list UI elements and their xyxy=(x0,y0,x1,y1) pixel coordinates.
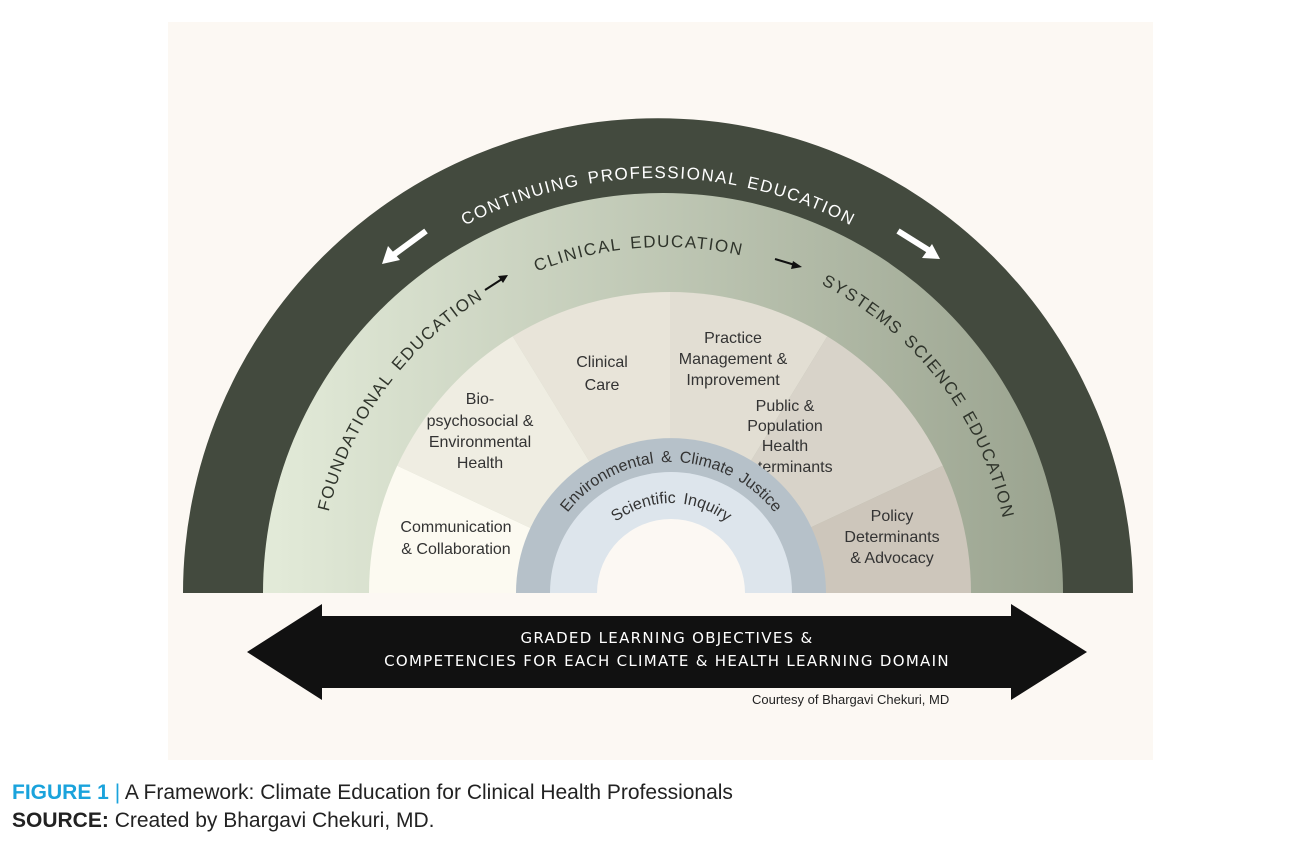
domain-label-line: Practice xyxy=(704,330,762,347)
courtesy-credit: Courtesy of Bhargavi Chekuri, MD xyxy=(752,692,950,707)
foundational-to-clinical-arrow-icon xyxy=(484,275,508,291)
arc-label-word: & xyxy=(661,449,673,466)
caption-separator: | xyxy=(114,781,121,804)
domain-label-line: Communication xyxy=(400,519,511,536)
source-text: Created by Bhargavi Chekuri, MD. xyxy=(114,809,435,832)
domain-label-line: Management & xyxy=(679,351,788,368)
figure-title: A Framework: Climate Education for Clini… xyxy=(124,781,733,804)
learning-objectives-double-arrow xyxy=(247,604,1087,700)
arrow-line-1: GRADED LEARNING OBJECTIVES & xyxy=(520,629,813,647)
domain-label-line: Bio- xyxy=(466,391,494,408)
clinical-to-systems-arrow-icon xyxy=(774,258,802,269)
domain-label-line: Clinical xyxy=(576,354,628,371)
figure-caption: FIGURE 1 | A Framework: Climate Educatio… xyxy=(12,779,733,835)
domain-label-line: Public & xyxy=(756,398,815,415)
left-white-arrow-icon xyxy=(382,228,428,264)
figure-label: FIGURE 1 xyxy=(12,781,109,804)
domain-label-line: psychosocial & xyxy=(427,413,534,430)
domain-label-line: Improvement xyxy=(686,372,780,389)
domain-label-line: Policy xyxy=(871,508,914,525)
center-hole xyxy=(597,519,745,593)
arrow-line-2: COMPETENCIES FOR EACH CLIMATE & HEALTH L… xyxy=(384,652,950,670)
domain-label-line: Care xyxy=(585,377,620,394)
right-white-arrow-icon xyxy=(896,228,940,259)
domain-label-line: Health xyxy=(762,438,808,455)
domain-label-line: Health xyxy=(457,455,503,472)
domain-label-line: Population xyxy=(747,418,823,435)
domain-label-line: & Advocacy xyxy=(850,550,934,567)
domain-label-line: & Collaboration xyxy=(401,541,510,558)
source-label: SOURCE: xyxy=(12,809,109,832)
domain-label-line: Environmental xyxy=(429,434,531,451)
domain-label-line: Determinants xyxy=(844,529,939,546)
